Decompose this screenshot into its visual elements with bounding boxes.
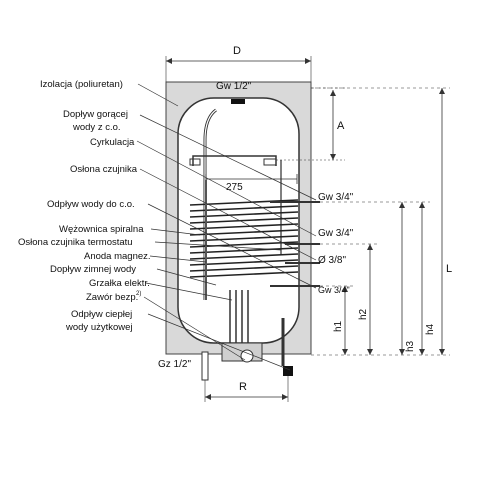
conn-gw-34-a: Gw 3/4" [318,192,354,203]
label-wezownica: Wężownica spiralna [59,224,144,235]
label-doplyw-goracej-2: wody z c.o. [72,122,121,133]
label-doplyw-zimnej: Dopływ zimnej wody [50,264,136,275]
label-zawor: Zawór bezp. [86,292,138,303]
label-odplyw-cieplej-2: wody użytkowej [65,322,133,333]
dim-R-label: R [239,381,247,393]
dim-h2-label: h2 [358,308,369,320]
dim-L-label: L [446,263,452,275]
label-odplyw-cieplej-1: Odpływ ciepłej [71,309,132,320]
label-cyrkulacja: Cyrkulacja [90,137,135,148]
leader-lines [136,83,317,371]
conn-gw-34-b: Gw 3/4" [318,228,354,239]
label-odplyw-wody-co: Odpływ wody do c.o. [47,199,135,210]
label-anoda: Anoda magnez. [84,251,151,262]
gz-connection [201,351,209,381]
conn-gw-34-c: Gw 3/4" [318,285,350,295]
electric-heater [229,290,249,345]
dim-A-label: A [337,120,345,132]
cyrkulacja-bracket-right [263,158,277,166]
conn-d-38: Ø 3/8" [318,255,346,266]
circulation-pipe-inner [204,109,217,300]
label-doplyw-goracej-1: Dopływ gorącej [63,109,128,120]
label-oslona-czujnika: Osłona czujnika [70,164,138,175]
safety-valve [283,366,293,376]
label-izolacja: Izolacja (poliuretan) [40,79,123,90]
dim-D-label: D [233,45,241,57]
conn-gw-top: Gw 1/2" [216,81,252,92]
label-zawor-sup: 2) [136,291,141,297]
cyrkulacja-bracket-left [189,158,201,166]
heater-cap [240,349,254,363]
dim-h4-label: h4 [425,323,436,335]
dim-h1-label: h1 [333,320,344,332]
label-grzalka: Grzałka elektr. [89,278,150,289]
top-outlet-fitting [231,99,245,104]
label-oslona-termostatu: Osłona czujnika termostatu [18,237,133,248]
dim-h3-label: h3 [405,340,416,352]
dim-275-label: 275 [226,182,243,193]
conn-gz-12: Gz 1/2" [158,359,191,370]
spiral-coil [189,199,299,278]
